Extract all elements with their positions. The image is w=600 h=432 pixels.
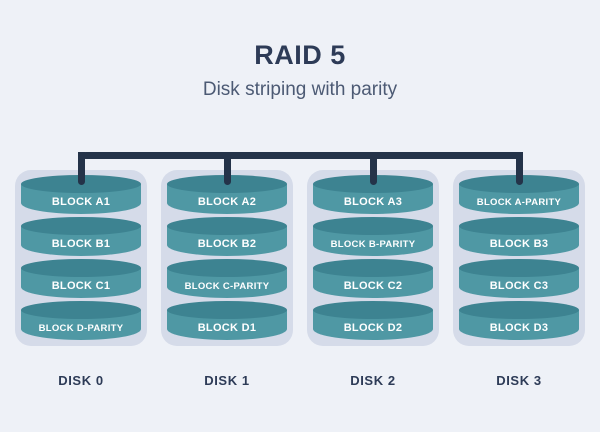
cylinder-top xyxy=(21,259,141,277)
disk-0-case: BLOCK A1 BLOCK B1 BLOCK C1 BLOCK D-PARIT… xyxy=(15,170,147,346)
block-label: BLOCK C3 xyxy=(489,280,549,292)
storage-block: BLOCK C1 xyxy=(21,259,141,298)
block-label: BLOCK B1 xyxy=(51,238,111,250)
cylinder-top xyxy=(459,217,579,235)
disk-2: BLOCK A3 BLOCK B-PARITY BLOCK C2 BLOCK D… xyxy=(307,170,439,388)
storage-block: BLOCK C2 xyxy=(313,259,433,298)
block-label: BLOCK D3 xyxy=(489,322,549,334)
block-label-parity: BLOCK B-PARITY xyxy=(330,238,416,250)
storage-block: BLOCK D2 xyxy=(313,301,433,340)
connector-drop-disk0 xyxy=(78,152,85,185)
block-label: BLOCK B2 xyxy=(197,238,257,250)
disk-row: BLOCK A1 BLOCK B1 BLOCK C1 BLOCK D-PARIT… xyxy=(0,170,600,388)
storage-block: BLOCK B2 xyxy=(167,217,287,256)
block-label-parity: BLOCK C-PARITY xyxy=(184,280,270,292)
bus-connector xyxy=(0,152,600,192)
disk-2-case: BLOCK A3 BLOCK B-PARITY BLOCK C2 BLOCK D… xyxy=(307,170,439,346)
cylinder-top xyxy=(167,259,287,277)
connector-drop-disk3 xyxy=(516,152,523,185)
cylinder-top xyxy=(167,301,287,319)
cylinder-top xyxy=(21,301,141,319)
block-label: BLOCK A2 xyxy=(197,196,257,208)
page-title: RAID 5 xyxy=(254,40,346,70)
storage-block: BLOCK C3 xyxy=(459,259,579,298)
cylinder-top xyxy=(313,301,433,319)
cylinder-top xyxy=(167,217,287,235)
block-label: BLOCK D1 xyxy=(197,322,257,334)
cylinder-top xyxy=(459,259,579,277)
storage-block: BLOCK A2 xyxy=(167,175,287,214)
storage-block: BLOCK B-PARITY xyxy=(313,217,433,256)
page-subtitle: Disk striping with parity xyxy=(202,79,398,100)
disk-0-label: DISK 0 xyxy=(58,373,104,388)
block-label: BLOCK C2 xyxy=(343,280,403,292)
connector-drop-disk1 xyxy=(224,152,231,185)
disk-1-case: BLOCK A2 BLOCK B2 BLOCK C-PARITY BLOCK D… xyxy=(161,170,293,346)
connector-horizontal-bar xyxy=(82,152,520,159)
disk-3-case: BLOCK A-PARITY BLOCK B3 BLOCK C3 BLOCK D… xyxy=(453,170,585,346)
disk-1-label: DISK 1 xyxy=(204,373,250,388)
block-label: BLOCK B3 xyxy=(489,238,549,250)
storage-block: BLOCK D3 xyxy=(459,301,579,340)
cylinder-top xyxy=(313,259,433,277)
connector-drop-disk2 xyxy=(370,152,377,185)
disk-0: BLOCK A1 BLOCK B1 BLOCK C1 BLOCK D-PARIT… xyxy=(15,170,147,388)
storage-block: BLOCK A1 xyxy=(21,175,141,214)
block-label-parity: BLOCK A-PARITY xyxy=(476,196,562,208)
storage-block: BLOCK B1 xyxy=(21,217,141,256)
disk-3-label: DISK 3 xyxy=(496,373,542,388)
block-label-parity: BLOCK D-PARITY xyxy=(38,322,124,334)
storage-block: BLOCK C-PARITY xyxy=(167,259,287,298)
block-label: BLOCK C1 xyxy=(51,280,111,292)
block-label: BLOCK A3 xyxy=(343,196,403,208)
storage-block: BLOCK D-PARITY xyxy=(21,301,141,340)
disk-1: BLOCK A2 BLOCK B2 BLOCK C-PARITY BLOCK D… xyxy=(161,170,293,388)
block-label: BLOCK D2 xyxy=(343,322,403,334)
cylinder-top xyxy=(21,217,141,235)
storage-block: BLOCK D1 xyxy=(167,301,287,340)
cylinder-top xyxy=(313,217,433,235)
disk-2-label: DISK 2 xyxy=(350,373,396,388)
storage-block: BLOCK B3 xyxy=(459,217,579,256)
cylinder-top xyxy=(459,301,579,319)
disk-3: BLOCK A-PARITY BLOCK B3 BLOCK C3 BLOCK D… xyxy=(453,170,585,388)
block-label: BLOCK A1 xyxy=(51,196,111,208)
